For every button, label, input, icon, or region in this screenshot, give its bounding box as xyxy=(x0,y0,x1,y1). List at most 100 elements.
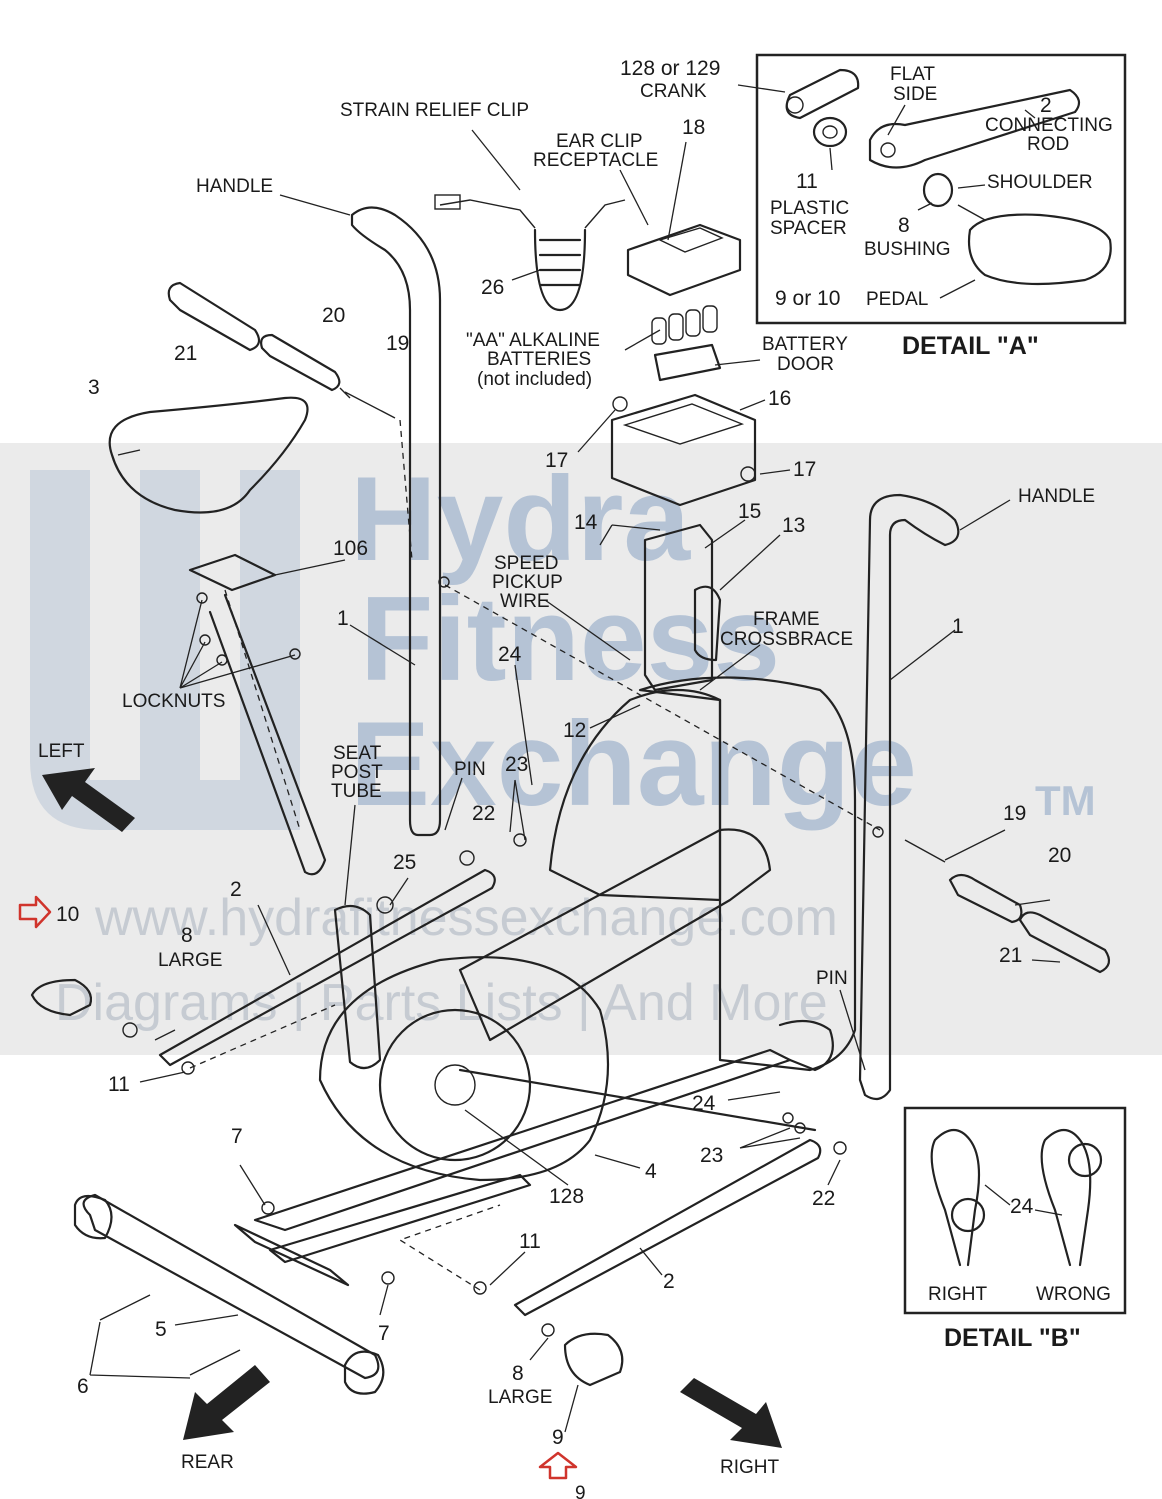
right-grip xyxy=(1018,911,1111,974)
label-speed-1: SPEED xyxy=(494,553,558,574)
front-housing xyxy=(548,688,722,902)
num-25: 25 xyxy=(393,851,416,874)
num-1-left: 1 xyxy=(337,607,349,630)
right-bolt xyxy=(904,839,946,863)
watermark-logo xyxy=(30,470,300,830)
num-15: 15 xyxy=(738,500,761,523)
flywheel-hub xyxy=(434,1064,476,1106)
num-8-left: 8 xyxy=(181,924,193,947)
detail-a-bushing xyxy=(922,172,954,208)
detail-a-pedal-num: 9 or 10 xyxy=(775,287,840,310)
label-ear-clip: EAR CLIP xyxy=(556,131,643,152)
num-19-left: 19 xyxy=(386,332,409,355)
part-labels: HANDLE STRAIN RELIEF CLIP EAR CLIP RECEP… xyxy=(38,57,1095,1499)
label-speed-3: WIRE xyxy=(500,591,550,612)
watermark-brand-2: Fitness xyxy=(360,572,780,706)
num-106: 106 xyxy=(333,537,368,560)
label-large-left: LARGE xyxy=(158,950,222,971)
column-bracket xyxy=(693,585,722,662)
num-21-right: 21 xyxy=(999,944,1022,967)
label-battery-2: DOOR xyxy=(777,354,834,375)
hardware-dots xyxy=(122,396,884,1337)
console-part xyxy=(610,393,757,507)
detail-a-bushing: BUSHING xyxy=(864,239,951,260)
detail-a-frame xyxy=(755,53,1127,325)
console-opening xyxy=(622,403,745,445)
detail-b-right: RIGHT xyxy=(928,1284,988,1305)
detail-a-pedal-bolt xyxy=(957,204,986,221)
seat-post-tube xyxy=(333,904,382,1070)
label-handle-right: HANDLE xyxy=(1018,486,1095,507)
upright-column xyxy=(643,523,714,692)
parts-line-art xyxy=(30,194,1111,1395)
detail-a-rod xyxy=(868,88,1081,169)
label-large-right: LARGE xyxy=(488,1387,552,1408)
detail-b-frame xyxy=(903,1106,1127,1315)
flywheel-housing xyxy=(318,956,610,1182)
detail-b-pin-num: 24 xyxy=(1010,1195,1034,1218)
num-10: 10 xyxy=(56,903,79,926)
num-14: 14 xyxy=(574,511,598,534)
num-6: 6 xyxy=(77,1375,89,1398)
label-receptacle: RECEPTACLE xyxy=(533,150,658,171)
seat-part xyxy=(108,396,309,514)
num-3: 3 xyxy=(88,376,100,399)
detail-a-crank-hole xyxy=(786,96,804,114)
num-22-bottom: 22 xyxy=(812,1187,835,1210)
num-20-left: 20 xyxy=(322,304,345,327)
detail-b-ball-right xyxy=(950,1197,986,1233)
rear-channel-bracket xyxy=(233,1223,350,1287)
num-21-left: 21 xyxy=(174,342,197,365)
num-8-right: 8 xyxy=(512,1362,524,1385)
num-128: 128 xyxy=(549,1185,584,1208)
label-right: RIGHT xyxy=(720,1457,780,1478)
detail-b-ball-wrong xyxy=(1067,1142,1103,1178)
left-arrow-icon xyxy=(42,768,135,832)
rear-stabilizer-cap-left xyxy=(73,1194,113,1240)
label-handle-left: HANDLE xyxy=(196,176,273,197)
num-11-left: 11 xyxy=(108,1073,130,1096)
detail-a-flat-2: SIDE xyxy=(893,84,937,105)
detail-b-inset: 24 RIGHT WRONG DETAIL "B" xyxy=(903,1106,1127,1352)
right-arrow-icon xyxy=(680,1378,782,1448)
detail-b-leaders xyxy=(984,1184,1063,1216)
detail-b-wrong: WRONG xyxy=(1036,1284,1111,1305)
detail-a-spacer-1: PLASTIC xyxy=(770,198,849,219)
num-1-right: 1 xyxy=(952,615,964,638)
label-aa-1: "AA" ALKALINE xyxy=(466,330,600,351)
ear-clip-lead xyxy=(439,199,626,229)
rear-bolt-lower xyxy=(189,1349,241,1376)
detail-b-pin-right xyxy=(930,1128,981,1267)
watermark-trademark: TM xyxy=(1035,777,1096,824)
num-2-right: 2 xyxy=(663,1270,675,1293)
detail-b-title: DETAIL "B" xyxy=(944,1324,1081,1352)
watermark-band xyxy=(0,443,1162,1055)
num-23-top: 23 xyxy=(505,753,528,776)
num-22-top: 22 xyxy=(472,802,495,825)
num-13: 13 xyxy=(782,514,805,537)
num-24-bottom: 24 xyxy=(692,1092,716,1115)
label-frame-1: FRAME xyxy=(753,609,820,630)
label-crank-2: CRANK xyxy=(640,81,707,102)
num-20-right: 20 xyxy=(1048,844,1071,867)
belt-cover xyxy=(458,828,772,1042)
label-left: LEFT xyxy=(38,741,85,762)
detail-a-spacer-2: SPACER xyxy=(770,218,847,239)
detail-a-pedal xyxy=(967,213,1112,286)
label-speed-2: PICKUP xyxy=(492,572,563,593)
num-26: 26 xyxy=(481,276,504,299)
base-rail xyxy=(253,1048,792,1232)
left-bolt xyxy=(339,387,396,419)
rear-stabilizer xyxy=(82,1193,380,1380)
label-aa-3: (not included) xyxy=(477,369,592,390)
crank-link-rod xyxy=(458,1068,817,1132)
num-18: 18 xyxy=(682,116,705,139)
detail-a-spacer-num: 11 xyxy=(796,170,818,193)
right-sleeve xyxy=(948,873,1023,924)
label-strain-relief-clip: STRAIN RELIEF CLIP xyxy=(340,100,529,121)
label-crank-1: 128 or 129 xyxy=(620,57,720,80)
num-4: 4 xyxy=(645,1160,657,1183)
watermark-tagline: Diagrams | Parts Lists | And More xyxy=(55,974,828,1032)
